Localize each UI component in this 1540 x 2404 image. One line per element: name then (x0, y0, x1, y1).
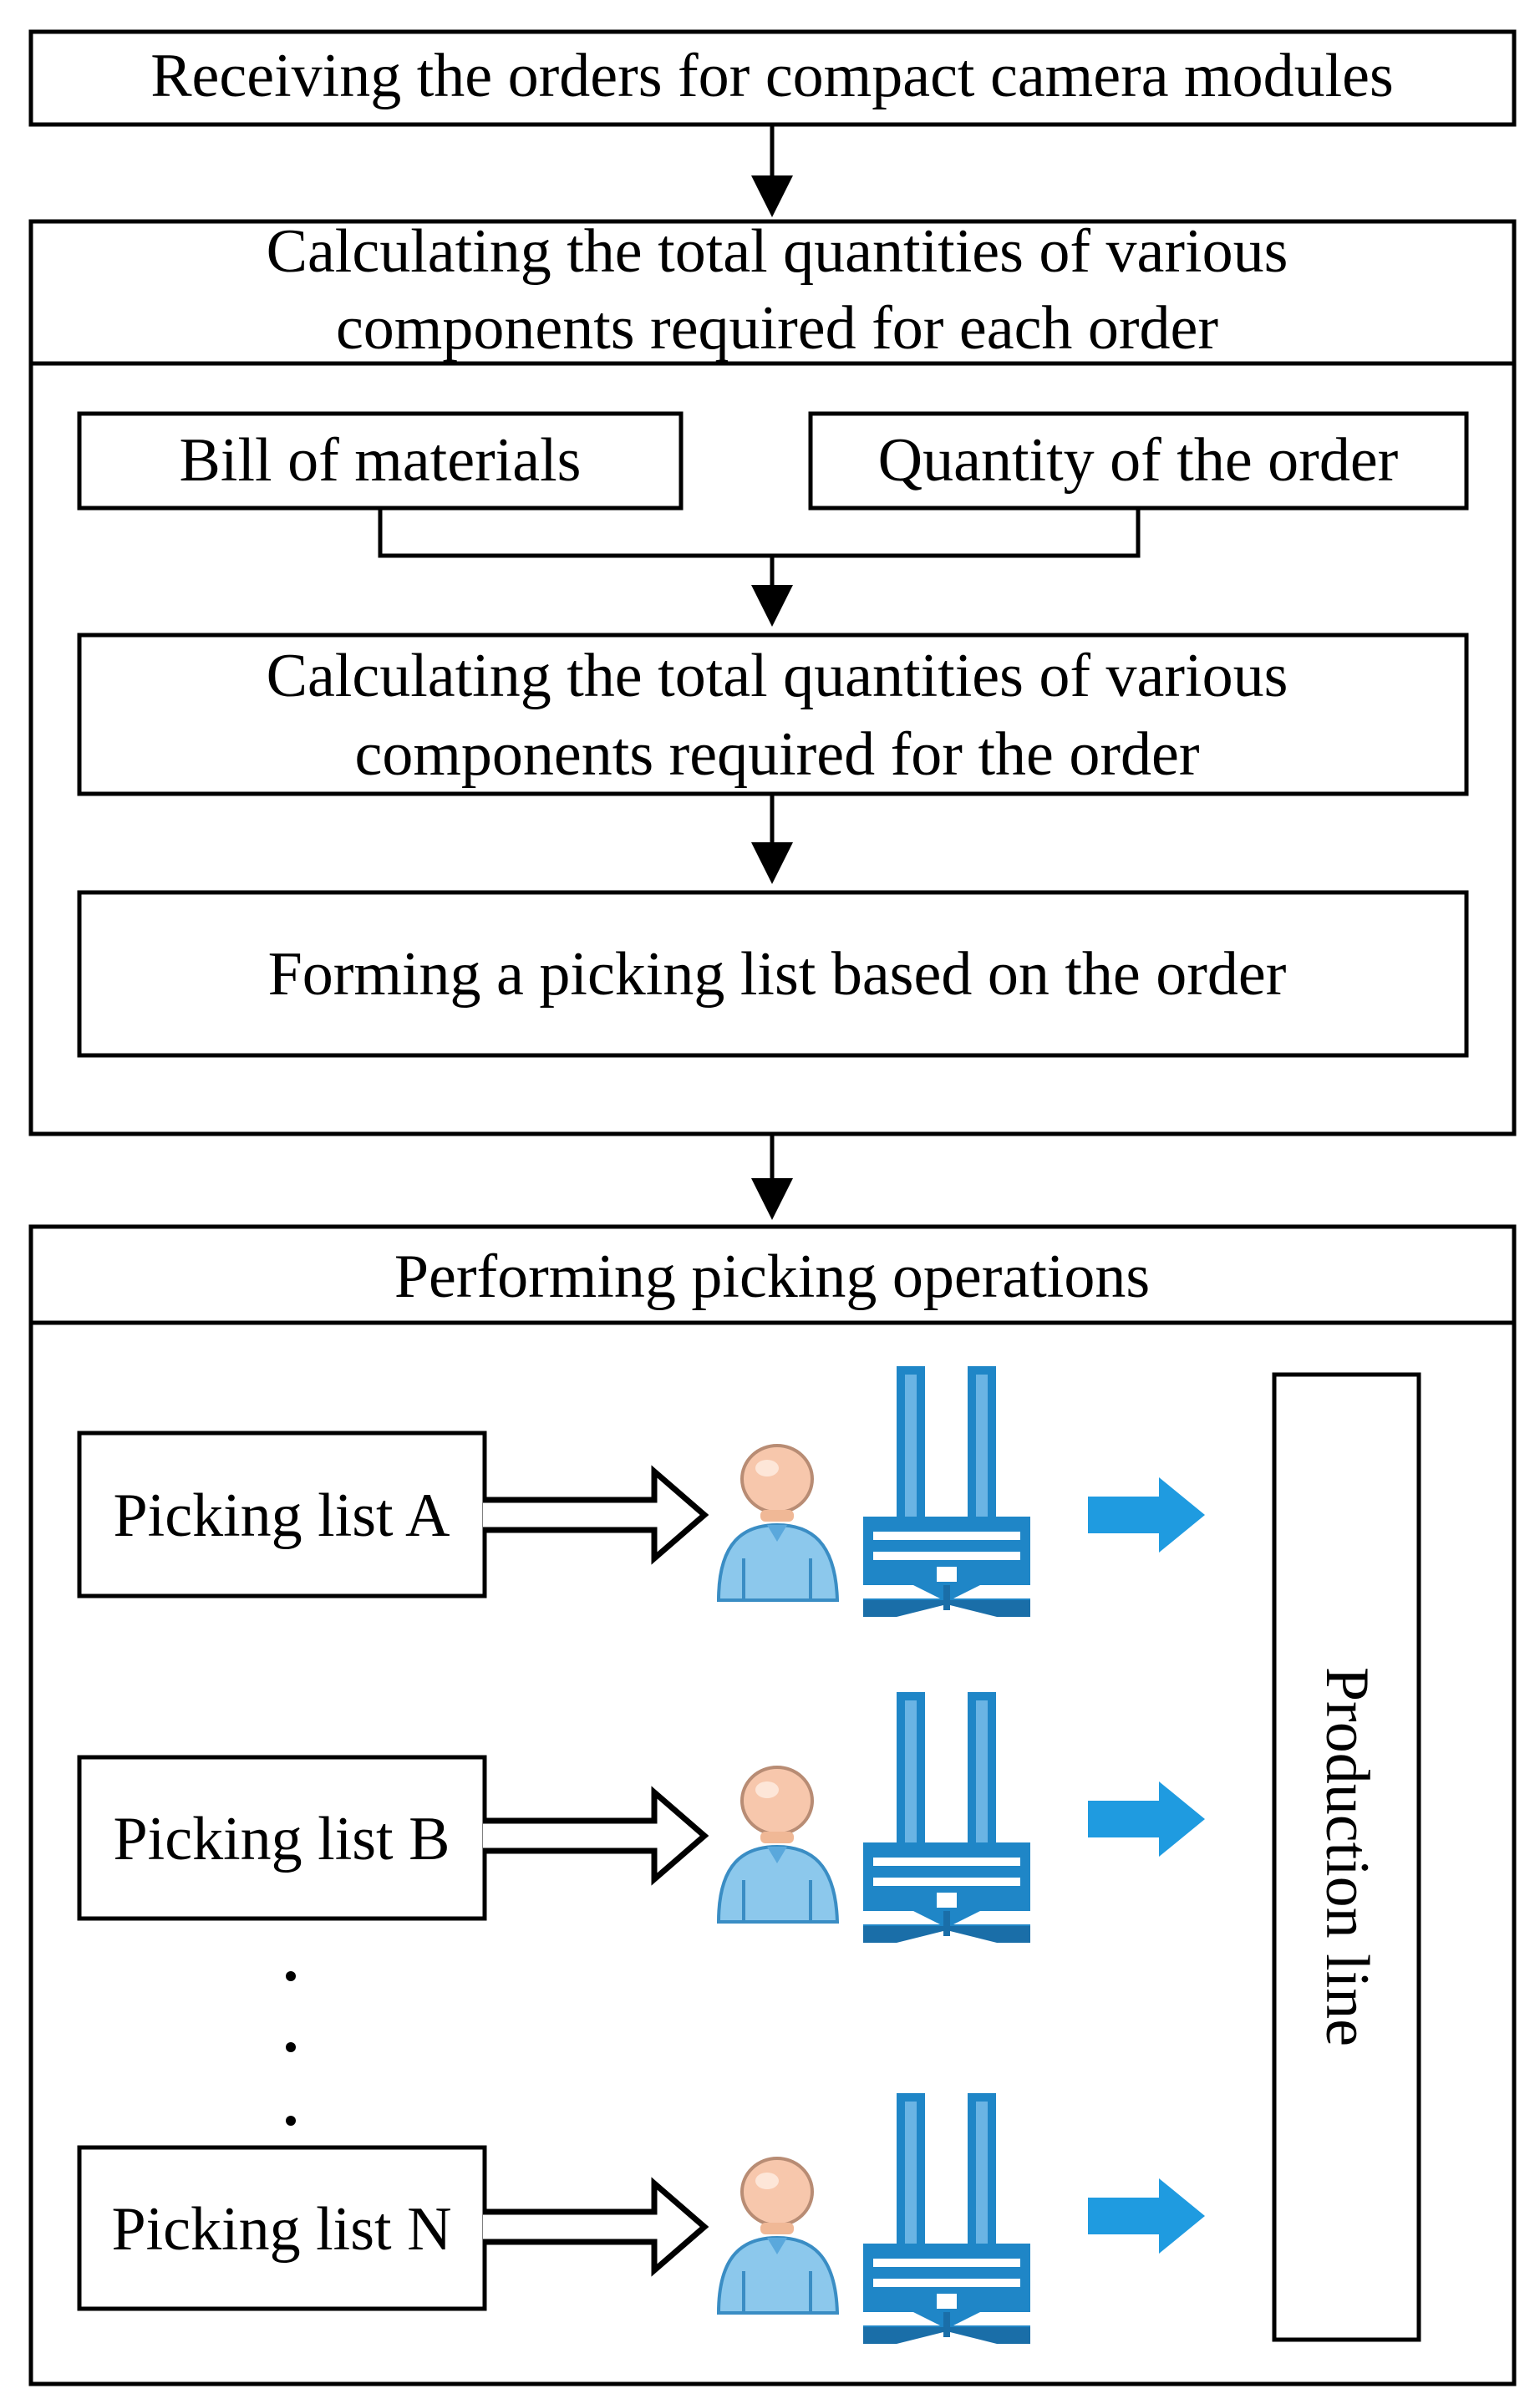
picking-list-n-label: Picking list N (111, 2195, 451, 2264)
picking-list-a-label: Picking list A (114, 1482, 450, 1550)
quantity-of-order-box (808, 411, 1469, 511)
picking-list-b-label: Picking list B (114, 1805, 450, 1873)
quantity-of-order-label: Quantity of the order (878, 426, 1399, 495)
receiving-orders-box (28, 29, 1517, 127)
calculation-header-line2: components required for each order (336, 294, 1218, 363)
calc-total-quantities-line2: components required for the order (355, 720, 1200, 789)
ellipsis-dots (286, 1971, 296, 2126)
forming-picking-list-box (77, 890, 1469, 1058)
picking-list-b-box (77, 1755, 487, 1921)
production-line-label: Production line (1313, 1667, 1381, 2046)
bill-of-materials-box (77, 411, 684, 511)
merge-connector (378, 508, 1141, 558)
calc-total-quantities-box (77, 633, 1469, 796)
receiving-orders-label: Receiving the orders for compact camera … (150, 42, 1394, 110)
picking-list-n-box (77, 2145, 487, 2311)
calc-total-quantities-line1: Calculating the total quantities of vari… (267, 642, 1288, 710)
picking-operations-header: Performing picking operations (394, 1243, 1150, 1311)
calculation-header-line1: Calculating the total quantities of vari… (267, 217, 1288, 286)
forming-picking-list-label: Forming a picking list based on the orde… (268, 940, 1287, 1009)
bill-of-materials-label: Bill of materials (180, 426, 582, 495)
production-line-box (1272, 1372, 1421, 2342)
